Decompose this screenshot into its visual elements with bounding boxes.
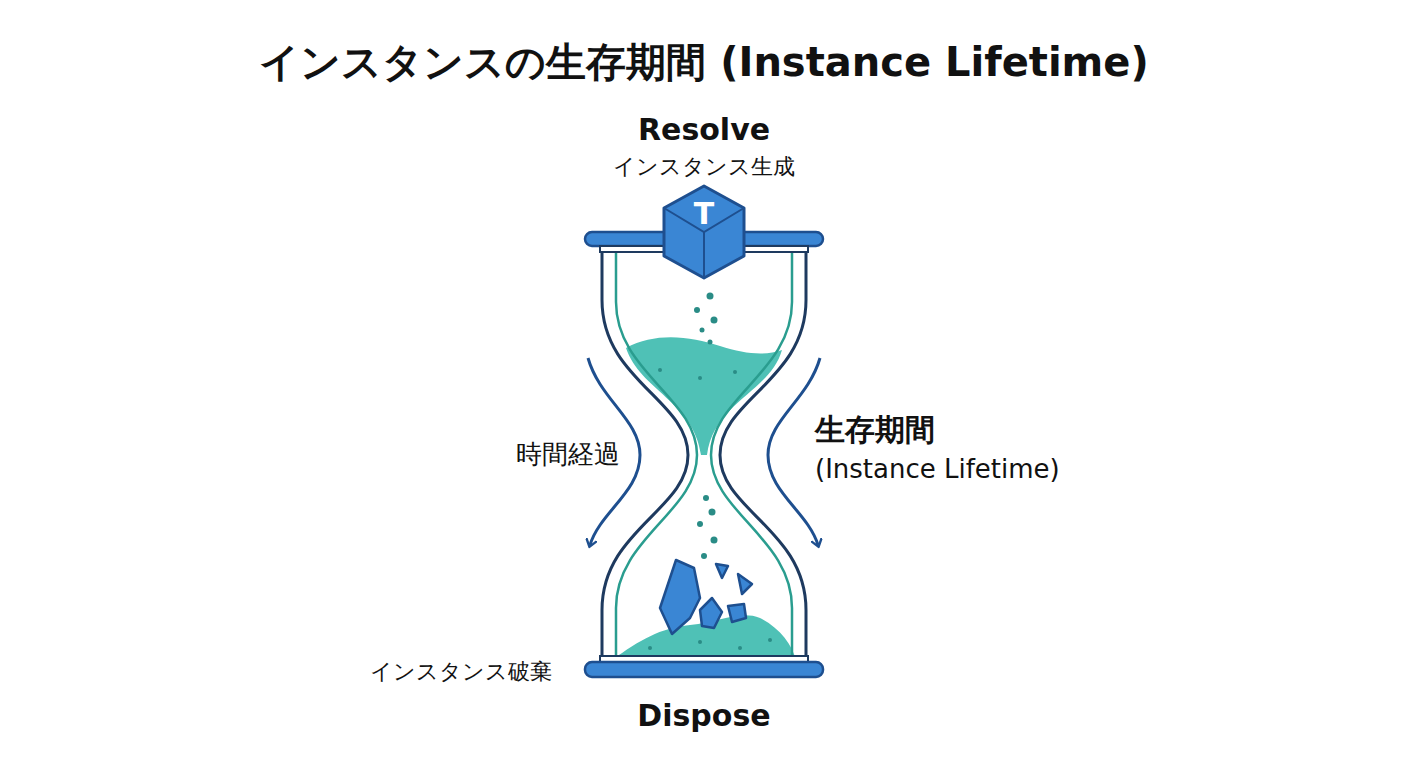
resolve-label: Resolve [638,113,770,148]
time-label: 時間経過 [516,440,620,470]
broken-pieces [660,560,752,634]
dispose-jp-label: インスタンス破棄 [370,659,552,684]
lifetime-arrow [768,358,820,545]
dispose-label: Dispose [637,699,770,734]
diagram-title: インスタンスの生存期間 (Instance Lifetime) [259,39,1148,85]
instance-hexagon: T [662,184,746,280]
sand-grains [658,293,737,560]
sand-grains-bottom [648,638,772,650]
type-letter: T [662,184,746,244]
bottom-cap [585,662,823,677]
creation-label: インスタンス生成 [613,154,795,179]
top-sand [626,337,782,455]
lifetime-english-label: (Instance Lifetime) [815,455,1060,485]
lifetime-label: 生存期間 [815,413,935,448]
